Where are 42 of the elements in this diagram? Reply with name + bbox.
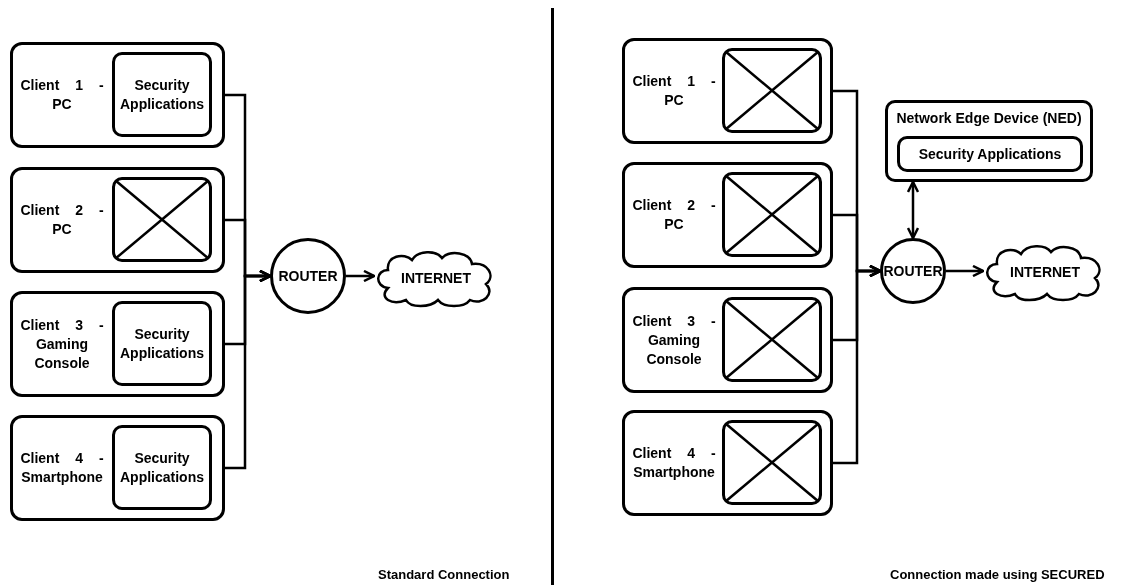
client-box (10, 42, 225, 148)
client-box (10, 415, 225, 521)
node-label: INTERNET (1010, 262, 1080, 282)
application-box (112, 301, 212, 386)
crossed-box (722, 297, 822, 382)
arrow (346, 269, 376, 283)
application-box (112, 425, 212, 510)
node-label: Security Applications (119, 75, 205, 114)
crossed-box (722, 420, 822, 505)
caption-text: Connection made using SECURED (890, 567, 1105, 582)
client-box (10, 167, 225, 273)
client-box (622, 287, 833, 393)
crossed-box (722, 48, 822, 133)
node-label: Network Edge Device (NED) (895, 109, 1083, 128)
arrow (833, 264, 882, 465)
double-arrow (906, 180, 920, 240)
node-label: Client 3 - Gaming Console (631, 311, 717, 369)
node-label: Client 2 - PC (631, 196, 717, 234)
application-box (112, 52, 212, 137)
node-label: Security Applications (918, 144, 1062, 164)
node-label: Security Applications (119, 448, 205, 487)
client-box (622, 410, 833, 516)
node-label: Client 4 - Smartphone (19, 449, 105, 487)
client-box (622, 38, 833, 144)
node-label: Client 1 - PC (631, 72, 717, 110)
node-label: Client 2 - PC (19, 201, 105, 239)
node-label: Client 1 - PC (19, 76, 105, 114)
device-box (885, 100, 1093, 182)
arrow (225, 269, 272, 470)
crossed-box (722, 172, 822, 257)
client-box (622, 162, 833, 268)
client-box (10, 291, 225, 397)
node-label: INTERNET (401, 268, 471, 288)
node-label: Security Applications (119, 324, 205, 363)
arrow (946, 264, 985, 278)
node-label: Client 4 - Smartphone (631, 444, 717, 482)
node-label: ROUTER (278, 266, 338, 286)
node-label: Client 3 - Gaming Console (19, 315, 105, 373)
application-box (897, 136, 1083, 172)
node-label: ROUTER (883, 261, 943, 281)
crossed-box (112, 177, 212, 262)
caption-text: Standard Connection (378, 567, 510, 582)
